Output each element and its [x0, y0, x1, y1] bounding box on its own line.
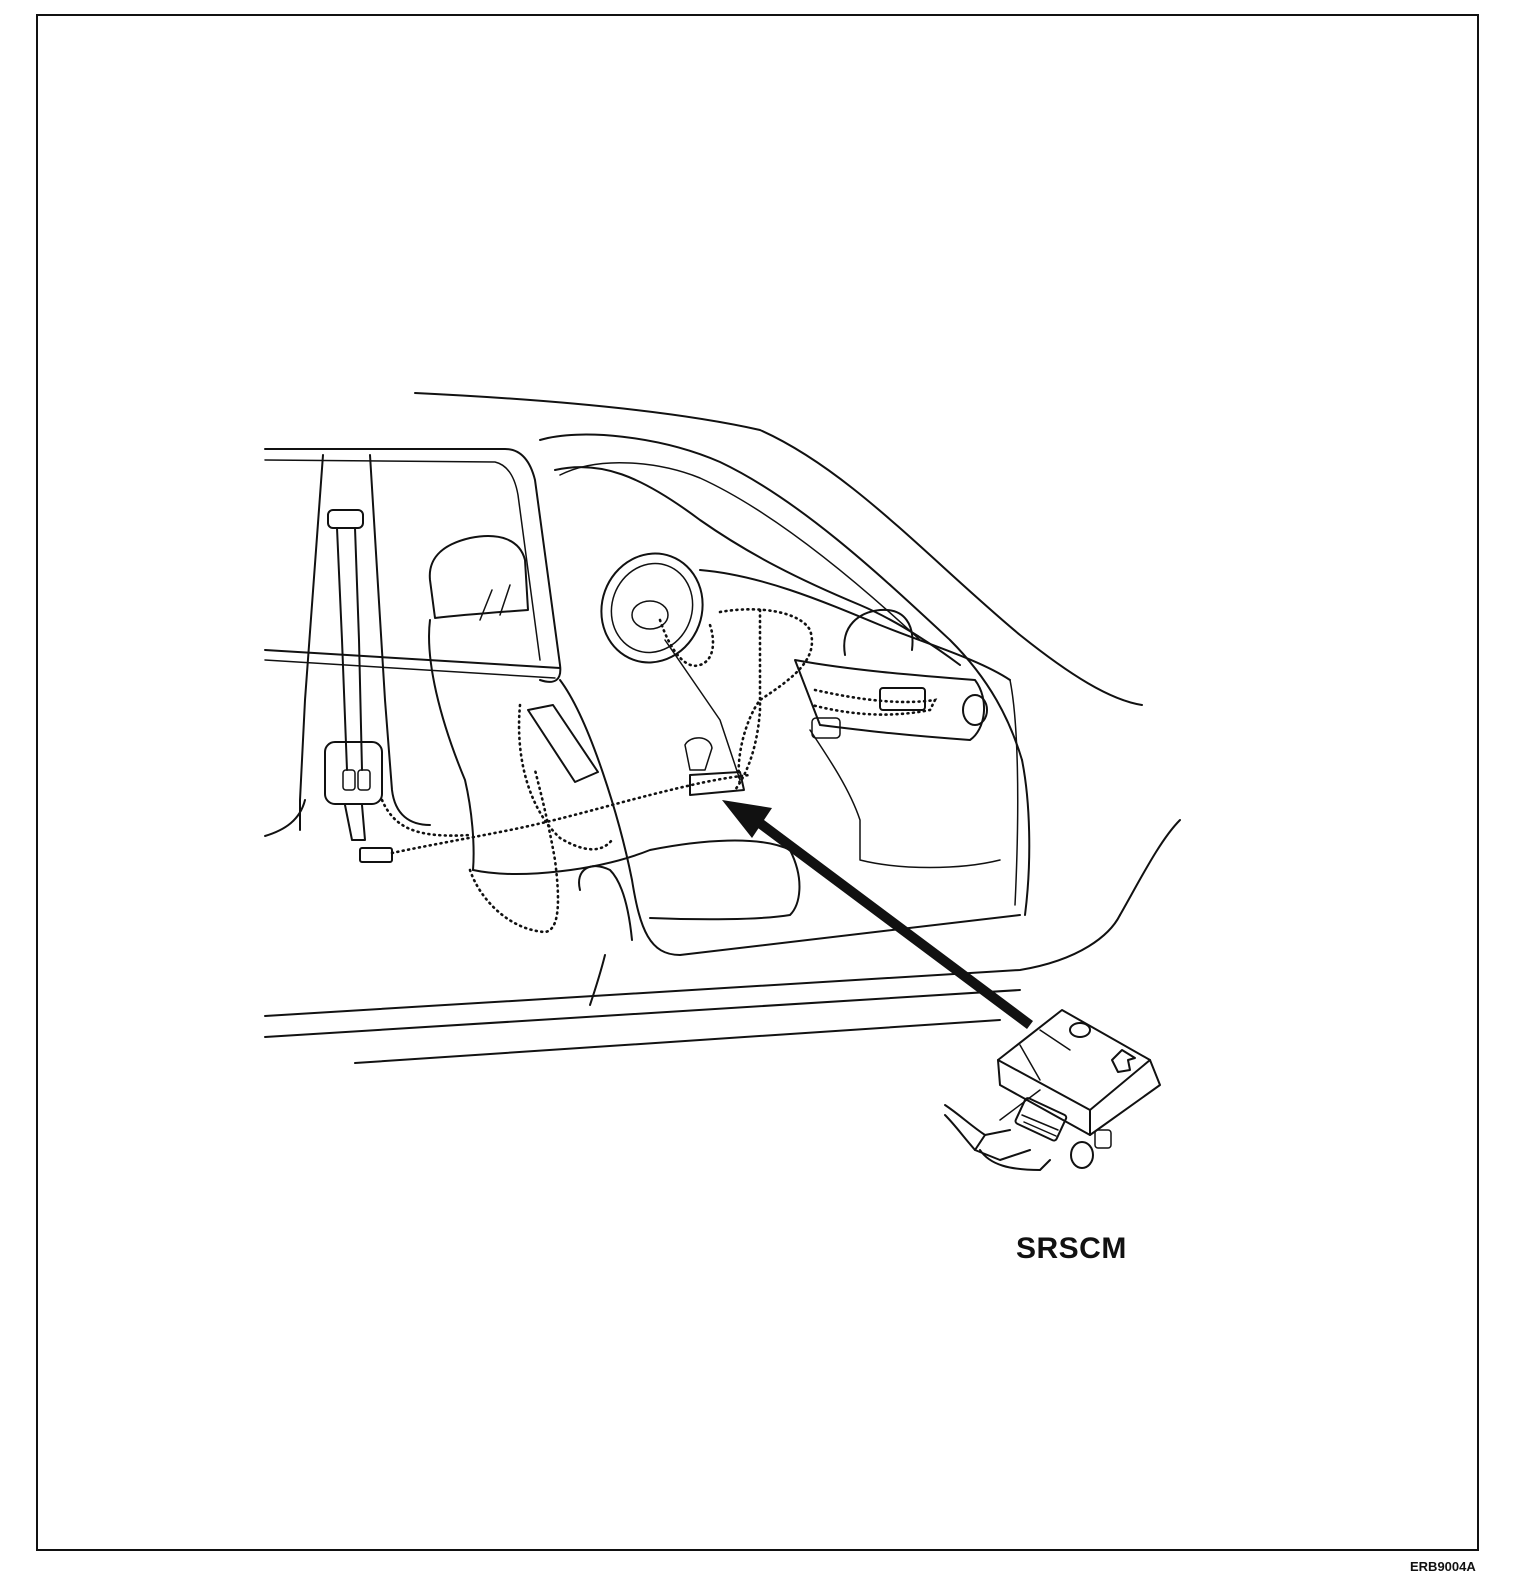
figure-code: ERB9004A [1410, 1559, 1476, 1574]
steering-airbag-outline [658, 618, 715, 668]
a-pillar-lower [1021, 759, 1031, 916]
roof-line [414, 392, 1143, 706]
seat-side [578, 865, 633, 941]
dash-air-vent [962, 694, 988, 726]
front-fender [1119, 819, 1181, 916]
steering-hub [631, 600, 669, 630]
seat-headrest [428, 535, 529, 619]
seat-belt-anchor-upper [327, 509, 364, 529]
wiring-to-pretensioner [380, 798, 472, 837]
diagram-frame [36, 14, 1479, 1551]
steering-wheel [600, 552, 704, 664]
windshield-inner [559, 462, 921, 641]
sill-line-lower [264, 989, 1021, 1038]
seat-belt-webbing [336, 527, 363, 771]
seat-belt-pretensioner [324, 741, 383, 805]
pretensioner-slot-2 [357, 769, 371, 791]
wiring-harness [390, 773, 752, 855]
front-window-opening [554, 466, 961, 666]
passenger-airbag-vent [879, 687, 926, 711]
seat-belt-lower-anchor [344, 804, 366, 841]
side-airbag-module [527, 704, 599, 783]
front-door-opening [559, 679, 1021, 956]
console-bracket [684, 737, 713, 771]
b-pillar-base [589, 954, 606, 1006]
b-pillar-outer [299, 454, 324, 831]
center-console-outline [733, 608, 762, 792]
a-pillar-inner [1009, 679, 1019, 906]
belt-line [264, 649, 561, 669]
steering-column [664, 639, 741, 781]
console-mount [689, 771, 745, 796]
side-airbag-outline [517, 703, 614, 851]
rear-door-frame-inner [264, 459, 541, 661]
windshield-frame [539, 433, 1023, 761]
headrest-stem [479, 584, 511, 621]
dashboard-top [699, 569, 1011, 681]
rocker-line [354, 1019, 1001, 1064]
seat-cushion [472, 839, 801, 921]
steering-wheel-inner [610, 562, 694, 654]
b-pillar-inner [369, 454, 431, 826]
sill-line-upper [264, 914, 1121, 1017]
srscm-module [997, 1009, 1161, 1169]
glovebox-handle [811, 717, 841, 739]
seat-backrest [428, 619, 475, 871]
passenger-seat [843, 608, 914, 656]
passenger-airbag-outline [810, 688, 938, 716]
pointer-arrow-head [722, 800, 772, 838]
rear-door-frame [264, 448, 562, 683]
srscm-label: SRSCM [1016, 1232, 1127, 1265]
rear-door-lower [264, 799, 306, 837]
dashboard-face [794, 659, 986, 741]
pointer-arrow-shaft [742, 807, 1033, 1030]
pretensioner-slot-1 [342, 769, 356, 791]
glove-box [809, 729, 1001, 869]
belt-line-lower [264, 659, 556, 679]
sensor-connector [359, 847, 393, 863]
dashboard-wiring [718, 608, 814, 787]
seat-airbag-outline [468, 768, 560, 934]
srscm-connector-harness [944, 1089, 1051, 1171]
